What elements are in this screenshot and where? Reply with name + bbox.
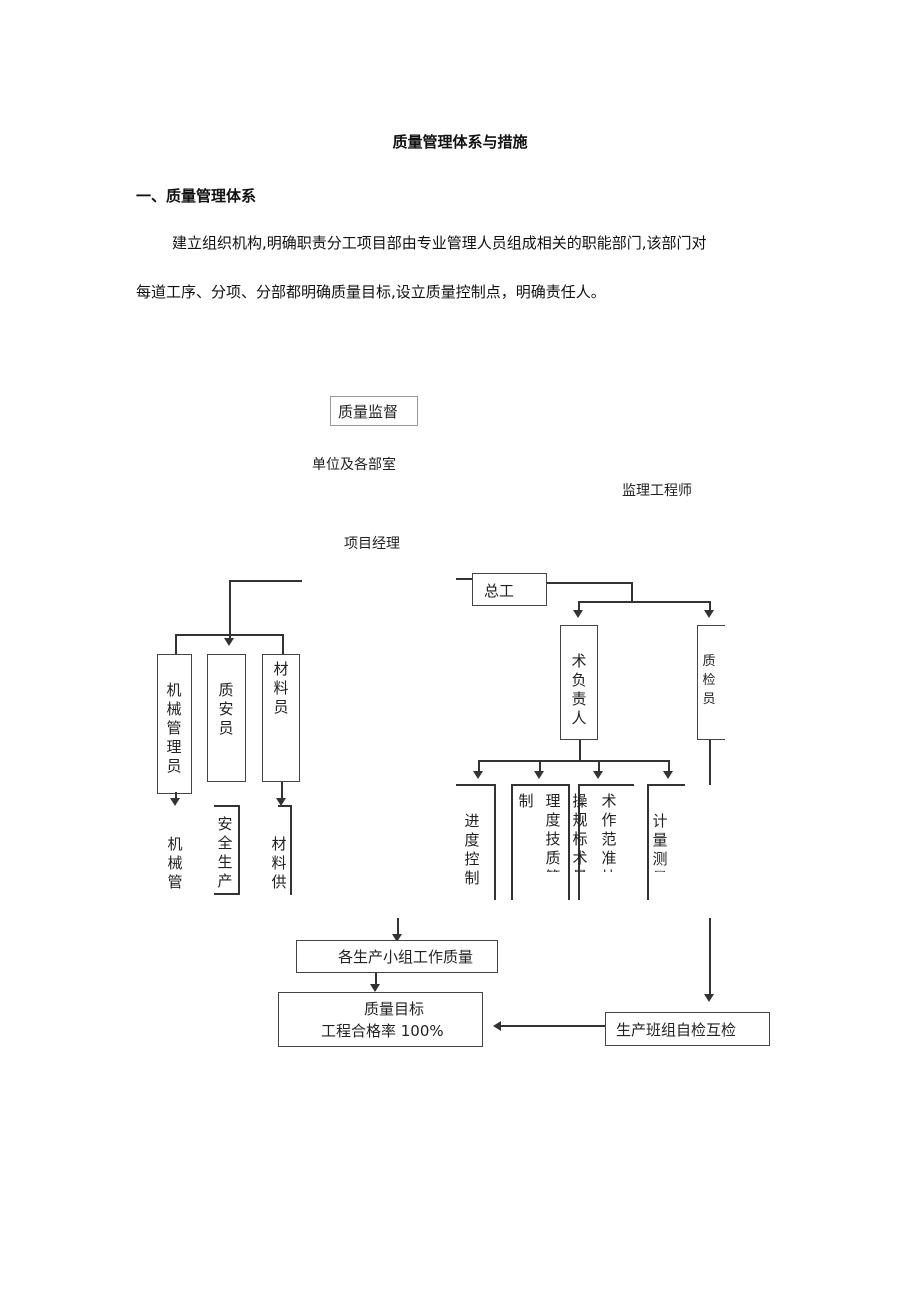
- connector-line: [598, 760, 600, 772]
- connector-line: [375, 973, 377, 985]
- connector-line: [238, 805, 240, 895]
- connector-line: [647, 784, 649, 900]
- connector-line: [175, 792, 177, 800]
- arrow-down-icon: [473, 771, 483, 779]
- connector-line: [578, 784, 634, 786]
- connector-line: [578, 601, 580, 611]
- quality-target-box: [278, 992, 483, 1047]
- chief-engineer-box: [472, 573, 547, 606]
- arrow-down-icon: [224, 638, 234, 646]
- connector-line: [230, 580, 302, 582]
- paragraph-line: 建立组织机构,明确职责分工项目部由专业管理人员组成相关的职能部门,该部门对: [172, 234, 707, 252]
- chief-engineer-label: 总工: [484, 582, 515, 600]
- material-officer-label: 材料员: [273, 660, 289, 716]
- connector-line: [478, 760, 669, 762]
- pass-rate-label: 工程合格率 100%: [321, 1022, 444, 1040]
- quality-inspector-box: [697, 625, 725, 740]
- connector-line: [175, 634, 283, 636]
- quality-inspector-label: 质检员: [702, 654, 716, 707]
- safety-officer-label: 质安员: [218, 681, 234, 737]
- connector-line: [511, 784, 569, 786]
- arrow-left-icon: [493, 1021, 501, 1031]
- self-check-label: 生产班组自检互检: [616, 1021, 737, 1039]
- team-quality-label: 各生产小组工作质量: [338, 948, 474, 966]
- document-title: 质量管理体系与措施: [392, 133, 528, 151]
- connector-line: [229, 580, 231, 640]
- management-tech-label: 理度技质管: [545, 792, 561, 872]
- quality-target-label: 质量目标: [364, 1000, 425, 1018]
- project-manager-label: 项目经理: [344, 536, 400, 552]
- connector-line: [568, 784, 570, 900]
- supervising-engineer-label: 监理工程师: [622, 483, 692, 499]
- connector-line: [539, 760, 541, 772]
- connector-line: [647, 784, 685, 786]
- quality-supervision-label: 质量监督: [338, 403, 399, 421]
- connector-line: [478, 760, 480, 772]
- self-check-box: [605, 1012, 770, 1046]
- connector-line: [494, 784, 496, 900]
- arrow-down-icon: [704, 994, 714, 1002]
- connector-line: [500, 1025, 605, 1027]
- operation-standard-label: 操规标术量: [572, 792, 588, 872]
- material-supply-label: 材料供应: [271, 835, 287, 891]
- machinery-manager-box: [157, 654, 192, 794]
- tech-norm-label: 术作范准技: [601, 792, 617, 872]
- material-officer-box: [262, 654, 300, 782]
- connector-line: [579, 740, 581, 761]
- connector-line: [578, 601, 710, 603]
- connector-line: [214, 805, 239, 807]
- arrow-down-icon: [663, 771, 673, 779]
- arrow-down-icon: [534, 771, 544, 779]
- connector-line: [175, 634, 177, 654]
- connector-line: [578, 784, 580, 900]
- measurement-label: 计量测量: [652, 812, 668, 872]
- connector-line: [281, 782, 283, 800]
- connector-line: [631, 582, 633, 602]
- team-quality-box: [296, 940, 498, 973]
- connector-line: [511, 784, 513, 900]
- connector-line: [709, 918, 711, 996]
- quality-supervision-box: [330, 396, 418, 426]
- arrow-down-icon: [593, 771, 603, 779]
- machinery-manager-label: 机械管理员: [166, 681, 182, 775]
- arrow-down-icon: [573, 610, 583, 618]
- connector-line: [214, 893, 239, 895]
- control-label: 制: [518, 792, 534, 810]
- arrow-down-icon: [704, 610, 714, 618]
- connector-line: [397, 918, 399, 936]
- connector-line: [282, 634, 284, 654]
- safety-production-label: 安全生产: [217, 815, 233, 890]
- progress-control-label: 进度控制: [464, 812, 480, 887]
- connector-line: [709, 740, 711, 785]
- connector-line: [456, 784, 495, 786]
- connector-line: [668, 760, 670, 772]
- section-heading: 一、质量管理体系: [136, 187, 257, 205]
- connector-line: [278, 805, 291, 807]
- machinery-management-label: 机械管: [167, 835, 183, 891]
- connector-line: [290, 805, 292, 895]
- connector-line: [456, 578, 476, 580]
- connector-line: [547, 582, 632, 584]
- arrow-down-icon: [370, 984, 380, 992]
- tech-lead-label: 术负责人: [571, 652, 587, 727]
- arrow-down-icon: [276, 798, 286, 806]
- paragraph-line: 每道工序、分项、分部都明确质量目标,设立质量控制点，明确责任人。: [136, 283, 606, 301]
- tech-lead-box: [560, 625, 598, 740]
- arrow-down-icon: [170, 798, 180, 806]
- supervision-units-label: 单位及各部室: [312, 457, 396, 473]
- safety-officer-box: [207, 654, 246, 782]
- arrow-down-icon: [392, 934, 402, 942]
- connector-line: [709, 601, 711, 611]
